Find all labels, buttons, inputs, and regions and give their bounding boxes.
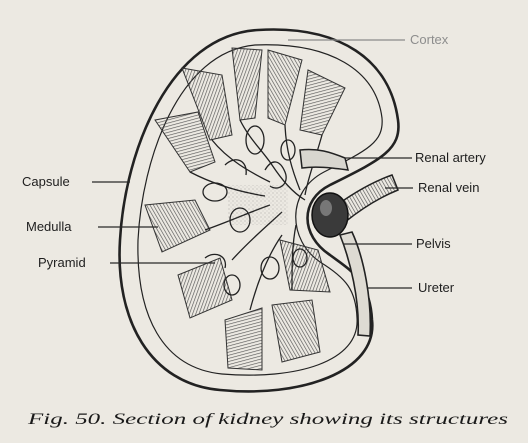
figure-caption: Fig. 50. Section of kidney showing its s… xyxy=(26,411,508,428)
pyramid-1 xyxy=(232,48,262,120)
renal-artery xyxy=(300,149,348,170)
pyramid-7 xyxy=(225,308,262,370)
label-cortex: Cortex xyxy=(410,32,449,47)
pyramid-8 xyxy=(272,300,320,362)
renal-pelvis xyxy=(312,193,348,237)
pyramid-5 xyxy=(145,200,210,252)
label-renal-vein: Renal vein xyxy=(418,180,479,195)
label-capsule: Capsule xyxy=(22,174,70,189)
label-ureter: Ureter xyxy=(418,280,455,295)
pyramid-2 xyxy=(268,50,302,125)
label-medulla: Medulla xyxy=(26,219,72,234)
pyramid-10 xyxy=(300,70,345,135)
label-renal-artery: Renal artery xyxy=(415,150,486,165)
medulla-stipple xyxy=(228,185,288,225)
label-pyramid: Pyramid xyxy=(38,255,86,270)
ureter xyxy=(340,232,370,336)
label-pelvis: Pelvis xyxy=(416,236,451,251)
